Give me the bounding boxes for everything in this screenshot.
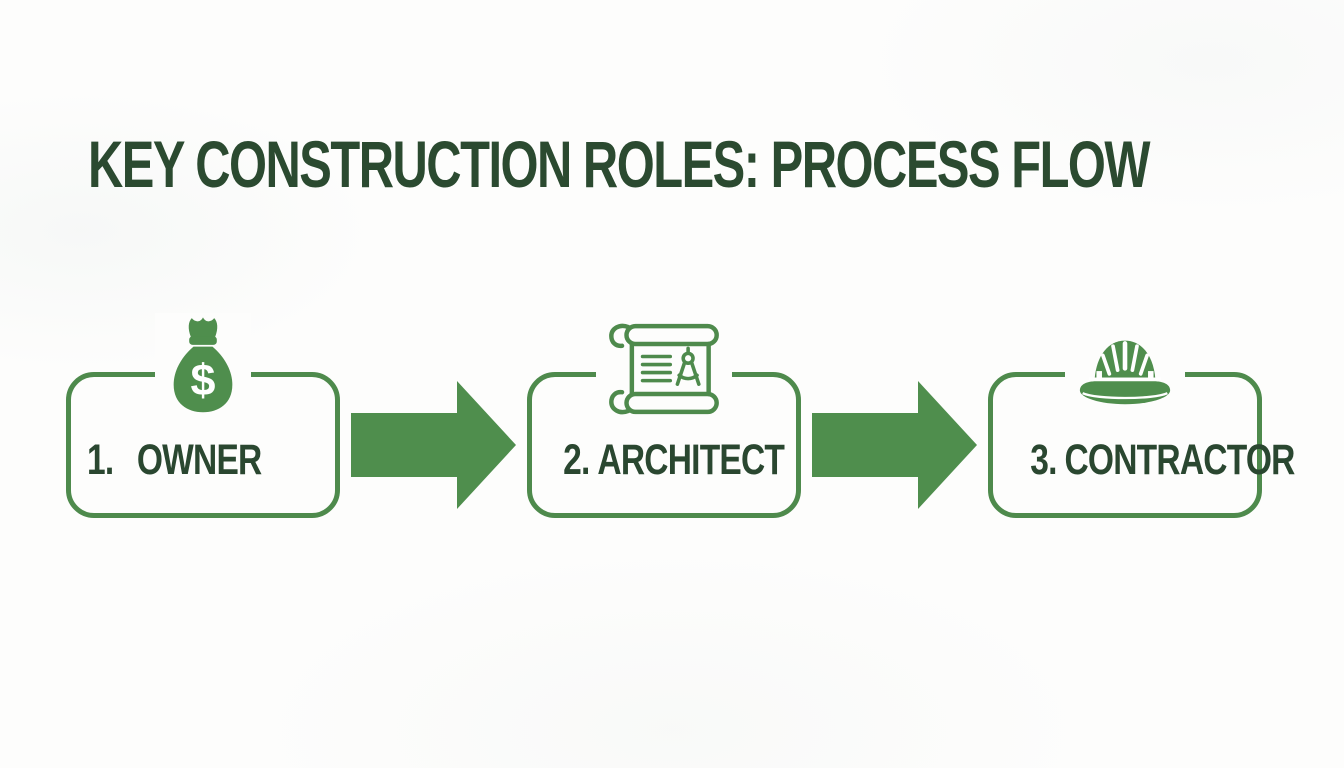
money-bag-icon: $ (155, 313, 251, 420)
arrow-owner-to-architect (351, 372, 516, 509)
step-architect-box: 2.ARCHITECT (527, 319, 801, 518)
step-number: 1. (87, 436, 114, 484)
step-number: 3. (1030, 436, 1057, 484)
step-name: CONTRACTOR (1064, 436, 1295, 484)
step-name: OWNER (136, 436, 262, 484)
step-name: ARCHITECT (597, 436, 785, 484)
page-title: KEY CONSTRUCTION ROLES: PROCESS FLOW (88, 127, 1151, 201)
hard-hat-icon (1065, 337, 1185, 407)
step-contractor-box: 3.CONTRACTOR (988, 337, 1295, 518)
right-arrow-icon (351, 381, 516, 509)
step-owner-label: 1. OWNER (71, 437, 335, 483)
process-flow: $ 1. OWNER (66, 313, 1295, 518)
dollar-glyph: $ (191, 354, 216, 405)
step-number: 2. (563, 436, 590, 484)
right-arrow-icon (812, 381, 977, 509)
step-owner-box: $ 1. OWNER (66, 313, 340, 518)
step-contractor-label: 3.CONTRACTOR (993, 436, 1295, 484)
arrow-architect-to-contractor (812, 372, 977, 509)
step-architect-label: 2.ARCHITECT (532, 437, 796, 483)
blueprint-scroll-icon (596, 319, 732, 419)
